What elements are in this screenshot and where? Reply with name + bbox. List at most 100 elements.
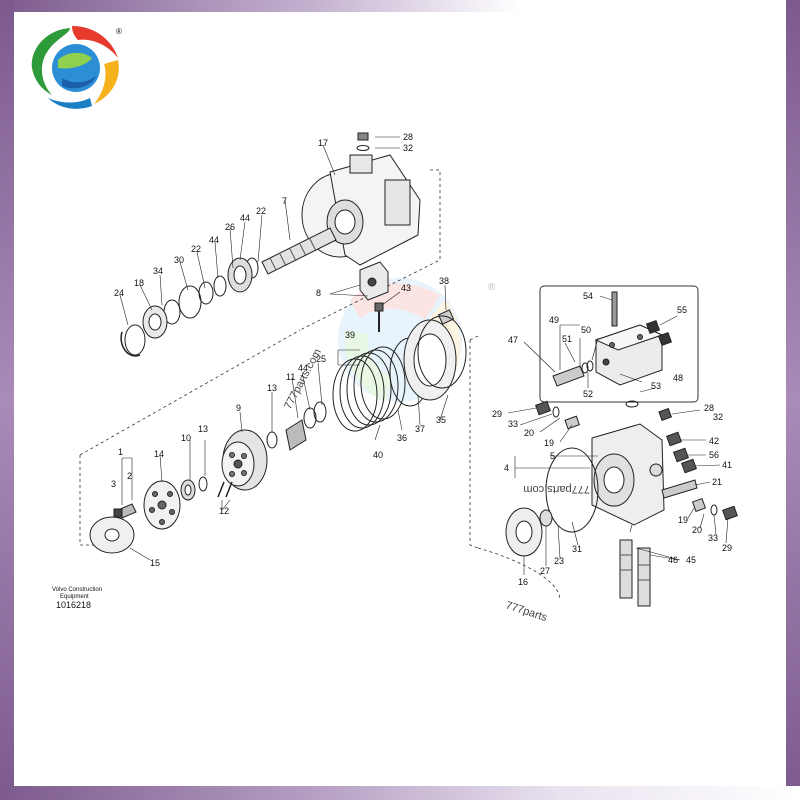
- callout-8: 8: [316, 288, 321, 298]
- callout-46: 46: [668, 555, 678, 565]
- callout-labels: 28 32 17 7 22 44 26 44 22 30 34 18 24 8 …: [111, 132, 732, 587]
- piston-assembly: [113, 503, 137, 519]
- valve-block-48: [594, 324, 664, 386]
- callout-13-top: 13: [267, 383, 277, 393]
- callout-33-left: 33: [508, 419, 518, 429]
- callout-42: 42: [709, 436, 719, 446]
- callout-25: 25: [316, 354, 326, 364]
- callout-1: 1: [118, 447, 123, 457]
- callout-7: 7: [282, 196, 287, 206]
- callout-27: 27: [540, 566, 550, 576]
- valve-plate-16: [505, 507, 553, 557]
- top-border: [0, 0, 800, 12]
- callout-50: 50: [581, 325, 591, 335]
- callout-3: 3: [111, 479, 116, 489]
- cylinder-block-9: [221, 429, 268, 491]
- callout-2: 2: [127, 471, 132, 481]
- swash-plate-15: [89, 516, 135, 554]
- valve-parts: [552, 291, 673, 408]
- manufacturer-line-2: Equipment: [60, 594, 89, 600]
- callout-9: 9: [236, 403, 241, 413]
- o-ring-4: [545, 447, 599, 533]
- bottom-border: [0, 786, 800, 800]
- block-8: [359, 261, 389, 301]
- callout-33-right: 33: [708, 533, 718, 543]
- left-border: [0, 0, 14, 800]
- callout-17: 17: [318, 138, 328, 148]
- cartridges-45-46: [619, 539, 651, 607]
- callout-44-left: 44: [209, 235, 219, 245]
- callout-16: 16: [518, 577, 528, 587]
- plugs-right: [535, 400, 738, 521]
- callout-4: 4: [504, 463, 509, 473]
- callout-40: 40: [373, 450, 383, 460]
- callout-22-top: 22: [256, 206, 266, 216]
- right-border: [786, 0, 800, 800]
- callout-10: 10: [181, 433, 191, 443]
- callout-20-left: 20: [524, 428, 534, 438]
- valve-detail-box: [539, 285, 699, 403]
- callout-19-left: 19: [544, 438, 554, 448]
- callout-28-right: 28: [704, 403, 714, 413]
- bearing-group-left: [120, 257, 259, 357]
- screw-43: [374, 302, 384, 332]
- callout-39: 39: [345, 330, 355, 340]
- housing-17: [301, 154, 421, 266]
- callout-52: 52: [583, 389, 593, 399]
- callout-48: 48: [673, 373, 683, 383]
- callout-22-left: 22: [191, 244, 201, 254]
- callout-24: 24: [114, 288, 124, 298]
- drawing-number: 1016218: [56, 600, 91, 610]
- brake-pack: [266, 315, 467, 451]
- callout-51: 51: [562, 334, 572, 344]
- rings-13-10: [180, 476, 208, 501]
- callout-45: 45: [686, 555, 696, 565]
- callout-43: 43: [401, 283, 411, 293]
- callout-14: 14: [154, 449, 164, 459]
- callout-29-left: 29: [492, 409, 502, 419]
- callout-53: 53: [651, 381, 661, 391]
- valve-housing-5: [591, 423, 698, 526]
- shaft-7: [261, 227, 337, 275]
- watermark-registered-mark: ®: [488, 282, 496, 293]
- pins-12: [217, 481, 233, 498]
- plug-28: [356, 132, 370, 151]
- callout-35: 35: [436, 415, 446, 425]
- callout-5: 5: [550, 451, 555, 461]
- retainer-plate-14: [143, 480, 181, 530]
- callout-32-top: 32: [403, 143, 413, 153]
- callout-54: 54: [583, 291, 593, 301]
- callout-34: 34: [153, 266, 163, 276]
- callout-15: 15: [150, 558, 160, 568]
- callout-32-right: 32: [713, 412, 723, 422]
- callout-26: 26: [225, 222, 235, 232]
- leader-lines: [119, 136, 729, 575]
- manufacturer-line-1: Volvo Construction: [52, 587, 102, 593]
- callout-11: 11: [286, 372, 295, 382]
- callout-13-left: 13: [198, 424, 208, 434]
- callout-36: 36: [397, 433, 407, 443]
- callout-20-right: 20: [692, 525, 702, 535]
- group-outline-right: [469, 334, 561, 601]
- callout-21: 21: [712, 477, 722, 487]
- group-outline-left: [79, 169, 479, 549]
- callout-28-top: 28: [403, 132, 413, 142]
- callout-29-right: 29: [722, 543, 732, 553]
- callout-37: 37: [415, 424, 425, 434]
- callout-56: 56: [709, 450, 719, 460]
- callout-23: 23: [554, 556, 564, 566]
- callout-49: 49: [549, 315, 559, 325]
- callout-18: 18: [134, 278, 144, 288]
- watermark-text-2: 777parts.com: [523, 483, 590, 495]
- spring-38: [437, 309, 455, 325]
- callout-12: 12: [219, 506, 229, 516]
- callout-47: 47: [508, 335, 518, 345]
- watermark-text-3: 777parts: [504, 599, 549, 624]
- callout-38: 38: [439, 276, 449, 286]
- callout-31: 31: [572, 544, 582, 554]
- callout-44-top: 44: [240, 213, 250, 223]
- callout-19-right: 19: [678, 515, 688, 525]
- callout-44-mid: 44: [298, 363, 308, 373]
- callout-30: 30: [174, 255, 184, 265]
